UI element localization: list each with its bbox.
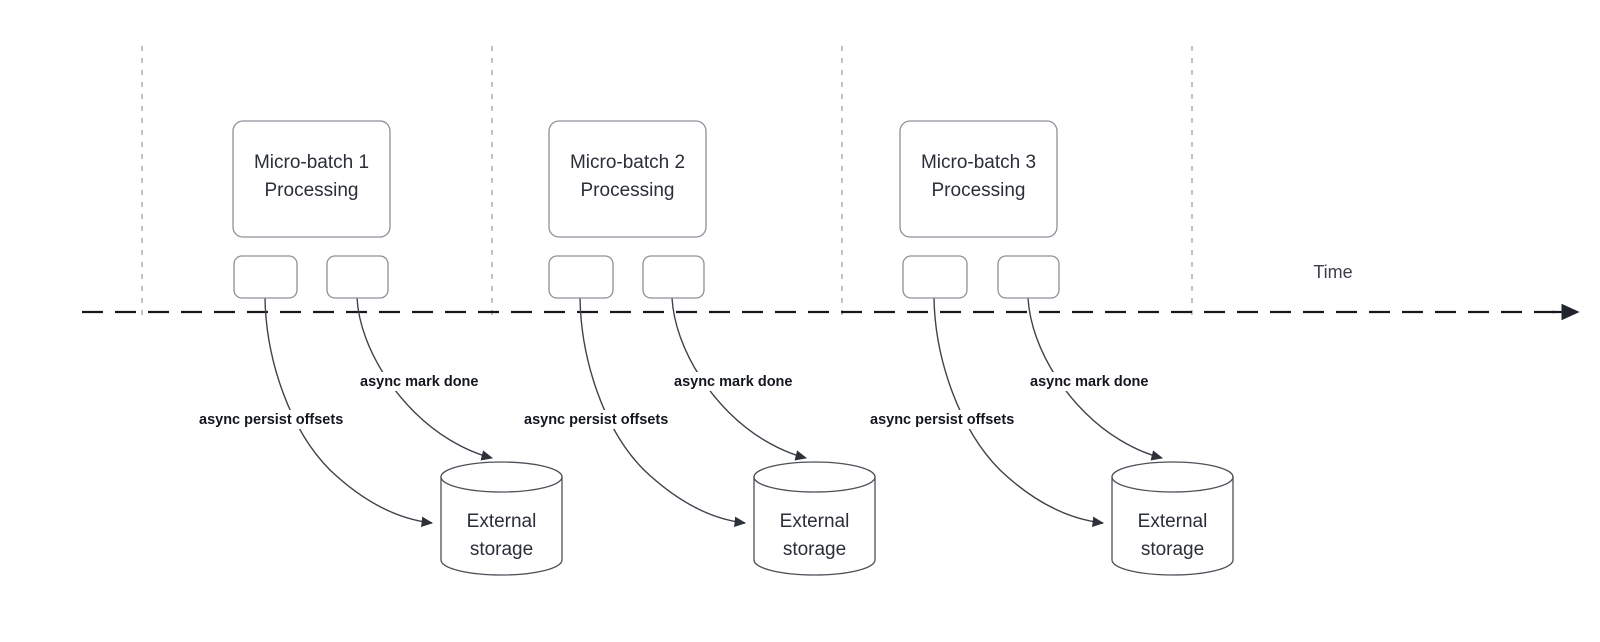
group-2-persist-offsets-label: async persist offsets xyxy=(524,412,668,428)
group-3-cylinder-top xyxy=(1111,461,1234,493)
group-1-external-storage[interactable]: External storage xyxy=(440,461,563,576)
group-3-persist-offsets-arrow xyxy=(933,297,1105,528)
group-2-processing-label-line2: Processing xyxy=(581,180,675,201)
group-2-processing-label-line1: Micro-batch 2 xyxy=(570,152,685,173)
group-3-external-storage[interactable]: External storage xyxy=(1111,461,1234,576)
group-1-processing-box[interactable] xyxy=(232,120,391,238)
group-2-persist-offsets-label-backdrop xyxy=(521,410,687,429)
group-3-mark-done-arrow xyxy=(1027,297,1164,461)
group-3-persist-offsets-label: async persist offsets xyxy=(870,412,1014,428)
group-1-persist-offsets-arrow xyxy=(264,297,434,528)
tick-lines-layer xyxy=(141,46,1193,316)
group-1-cylinder-body xyxy=(440,476,563,576)
group-1-task-box-2[interactable] xyxy=(326,255,389,299)
group-2-task-box-2[interactable] xyxy=(642,255,705,299)
group-2-processing-box[interactable] xyxy=(548,120,707,238)
group-1-processing-label-line2: Processing xyxy=(265,180,359,201)
curves-layer xyxy=(264,297,1164,528)
group-2-mark-done-label: async mark done xyxy=(674,374,792,390)
timeline-axis: Time xyxy=(82,262,1580,321)
group-1-storage-label-line2: storage xyxy=(470,539,533,560)
group-2-task-box-1[interactable] xyxy=(548,255,614,299)
group-2-external-storage[interactable]: External storage xyxy=(753,461,876,576)
edge-labels-layer: async persist offsets async mark done asyn… xyxy=(196,372,1148,429)
group-1-cylinder-top xyxy=(440,461,563,493)
group-1-persist-offsets-label: async persist offsets xyxy=(199,412,343,428)
group-3-cylinder-body xyxy=(1111,476,1234,576)
group-3-processing-label-line1: Micro-batch 3 xyxy=(921,152,1036,173)
group-2-storage-label-line2: storage xyxy=(783,539,846,560)
group-1-mark-done-label: async mark done xyxy=(360,374,478,390)
group-1-mark-done-arrow xyxy=(356,297,494,461)
group-3-task-box-1[interactable] xyxy=(902,255,968,299)
group-1-storage-label-line1: External xyxy=(467,511,537,532)
group-2-persist-offsets-arrow xyxy=(579,297,747,528)
group-1-mark-done-label-backdrop xyxy=(357,372,477,391)
group-3-task-box-2[interactable] xyxy=(997,255,1060,299)
group-1-persist-offsets-label-backdrop xyxy=(196,410,362,429)
group-2-storage-label-line1: External xyxy=(780,511,850,532)
group-2-cylinder-body xyxy=(753,476,876,576)
group-3-processing-label-line2: Processing xyxy=(932,180,1026,201)
group-3-storage-label-line2: storage xyxy=(1141,539,1204,560)
group-1-processing-label-line1: Micro-batch 1 xyxy=(254,152,369,173)
group-1-task-box-1[interactable] xyxy=(233,255,298,299)
group-2-mark-done-label-backdrop xyxy=(671,372,791,391)
group-2-mark-done-arrow xyxy=(671,297,808,461)
group-2-cylinder-top xyxy=(753,461,876,493)
group-3-storage-label-line1: External xyxy=(1138,511,1208,532)
group-3-mark-done-label-backdrop xyxy=(1027,372,1147,391)
group-3-mark-done-label: async mark done xyxy=(1030,374,1148,390)
group-3-processing-box[interactable] xyxy=(899,120,1058,238)
time-axis-label: Time xyxy=(1313,262,1352,282)
group-3-persist-offsets-label-backdrop xyxy=(867,410,1033,429)
